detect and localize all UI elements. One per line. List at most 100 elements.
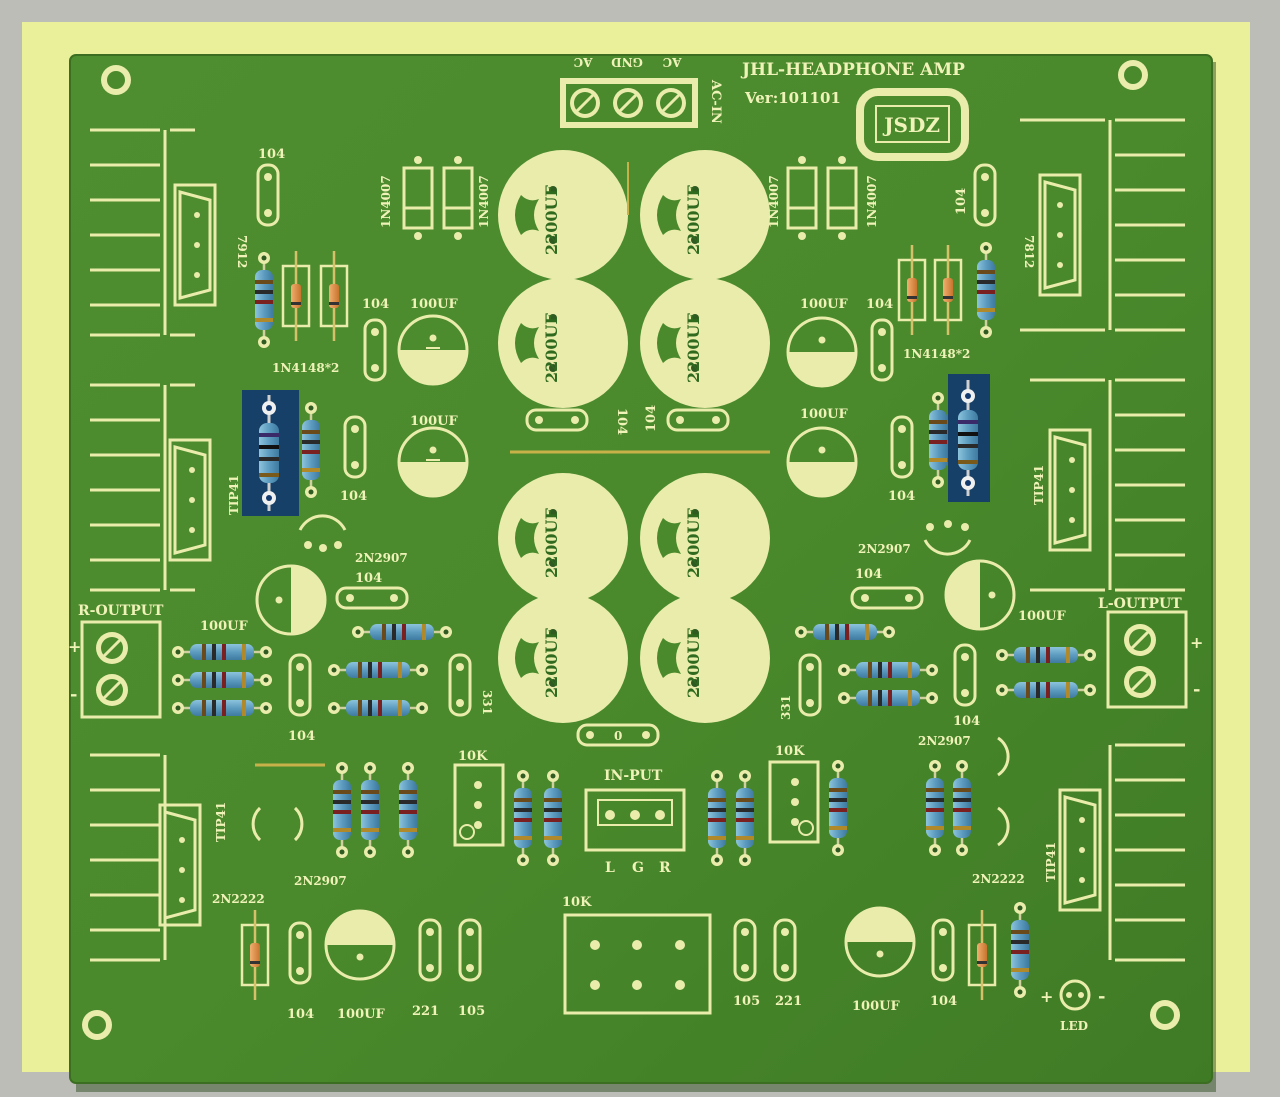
label-tip41: TIP41 (1032, 465, 1046, 505)
label-1n4007: 1N4007 (865, 175, 879, 228)
input-pin-l: L (605, 860, 615, 876)
resistor (838, 690, 938, 706)
resistor (829, 760, 847, 856)
label-tip41: TIP41 (1044, 842, 1058, 882)
label-tip41: TIP41 (227, 475, 241, 515)
silkscreen-text: JHL-HEADPHONE AMP Ver:101101 AC GND AC A… (68, 55, 1203, 1033)
label-10k: 10K (458, 749, 488, 764)
resistor (514, 770, 532, 866)
label-10k: 10K (562, 895, 592, 910)
glass-diode (319, 251, 349, 341)
led-plus: + (1040, 987, 1053, 1006)
highlight-boxes (242, 374, 990, 516)
input-label: IN-PUT (604, 768, 663, 784)
label-2n2222: 2N2222 (212, 892, 265, 906)
resistor (736, 770, 754, 866)
resistor (544, 770, 562, 866)
input-connector-footprint (584, 788, 686, 852)
label-2200uf: 2200UF (542, 313, 561, 383)
label-104: 104 (287, 1007, 314, 1022)
label-104: 104 (888, 489, 915, 504)
rectifier-diode-footprints (402, 156, 858, 240)
glass-diode (933, 245, 963, 335)
label-1n4007: 1N4007 (477, 175, 491, 228)
led-label: LED (1060, 1019, 1088, 1033)
trim-pot-footprints (453, 760, 820, 1015)
label-1n4148: 1N4148*2 (903, 347, 970, 361)
resistor (996, 647, 1096, 663)
signal-diodes (240, 245, 997, 1000)
label-221: 221 (775, 994, 802, 1009)
label-104: 104 (930, 994, 957, 1009)
r-output-label: R-OUTPUT (78, 603, 164, 619)
resistors-horizontal (172, 624, 1096, 716)
label-100uf: 100UF (410, 297, 458, 312)
label-104: 104 (954, 188, 969, 215)
resistor (328, 662, 428, 678)
label-100uf: 100UF (800, 407, 848, 422)
label-331: 331 (779, 695, 793, 720)
label-2200uf: 2200UF (542, 628, 561, 698)
r-output-plus: + (68, 637, 81, 656)
resistor (926, 760, 944, 856)
terminal-gnd: GND (611, 55, 643, 69)
power-transistor-outlines (158, 173, 1102, 927)
label-100uf: 100UF (337, 1007, 385, 1022)
glass-diode (240, 910, 270, 1000)
label-0: 0 (614, 729, 622, 743)
label-7812: 7812 (1022, 235, 1036, 268)
board-version: Ver:101101 (744, 89, 841, 107)
label-104: 104 (362, 297, 389, 312)
l-output-terminal (1106, 610, 1188, 709)
board-title: JHL-HEADPHONE AMP (740, 60, 965, 80)
label-2200uf: 2200UF (684, 628, 703, 698)
label-1n4148: 1N4148*2 (272, 361, 339, 375)
label-104: 104 (355, 571, 382, 586)
label-100uf: 100UF (410, 414, 458, 429)
l-output-minus: - (1193, 679, 1200, 700)
jumper-wires (255, 162, 770, 767)
label-221: 221 (412, 1004, 439, 1019)
label-1n4007: 1N4007 (379, 175, 393, 228)
input-pin-g: G (632, 860, 644, 876)
label-104: 104 (288, 729, 315, 744)
label-7912: 7912 (235, 235, 249, 268)
resistor (953, 760, 971, 856)
resistor (172, 672, 272, 688)
label-2n2907: 2N2907 (918, 734, 971, 748)
r-output-minus: - (70, 684, 77, 705)
label-104: 104 (866, 297, 893, 312)
label-331: 331 (480, 690, 494, 715)
filter-capacitor-footprints: 2200UF 2200UF 2200UF 2200UF 2200UF 2200U… (498, 150, 770, 723)
label-2200uf: 2200UF (542, 508, 561, 578)
label-tip41: TIP41 (214, 802, 228, 842)
label-1n4007: 1N4007 (767, 175, 781, 228)
label-105: 105 (733, 994, 760, 1009)
label-10k: 10K (775, 744, 805, 759)
terminal-ac-2: AC (663, 55, 683, 69)
heatsink-outlines (90, 118, 1185, 962)
resistor (172, 644, 272, 660)
label-2200uf: 2200UF (684, 508, 703, 578)
glass-diode (897, 245, 927, 335)
resistor (255, 252, 273, 348)
label-100uf: 100UF (200, 619, 248, 634)
ac-in-terminal (560, 78, 698, 128)
label-104: 104 (614, 408, 629, 435)
logo-text: JSDZ (882, 113, 940, 137)
resistor (399, 762, 417, 858)
resistor (795, 624, 895, 640)
resistor (977, 242, 995, 338)
label-2n2907: 2N2907 (294, 874, 347, 888)
label-2200uf: 2200UF (684, 313, 703, 383)
resistors-vertical (255, 242, 1029, 998)
small-transistor-footprints (251, 514, 1010, 847)
label-104: 104 (340, 489, 367, 504)
resistor (1011, 902, 1029, 998)
label-104: 104 (953, 714, 980, 729)
label-105: 105 (458, 1004, 485, 1019)
resistor (361, 762, 379, 858)
label-100uf: 100UF (852, 999, 900, 1014)
label-104: 104 (258, 147, 285, 162)
